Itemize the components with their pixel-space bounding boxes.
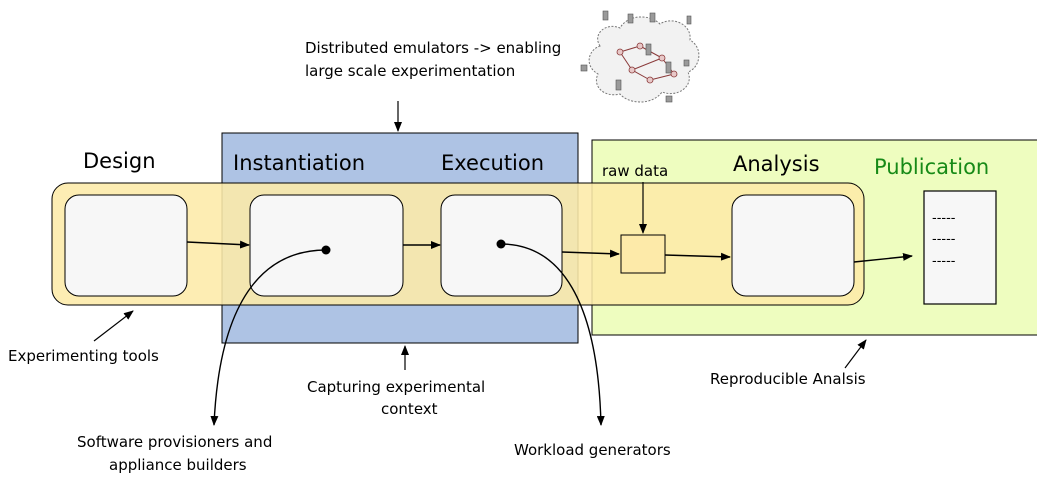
phase-instantiation: Instantiation xyxy=(233,151,365,175)
arrow-execution-to-raw-data xyxy=(561,249,620,258)
arrow-reproducible xyxy=(844,339,867,369)
capturing-label-line2: context xyxy=(381,400,438,418)
phase-publication: Publication xyxy=(874,155,989,179)
arrow-raw-data-to-analysis xyxy=(664,252,731,261)
emulators-label-line2: large scale experimentation xyxy=(305,62,515,80)
reproducible-label: Reproducible Analsis xyxy=(710,370,866,388)
design-box xyxy=(64,194,188,297)
network-cloud-icon xyxy=(580,10,700,103)
arrow-experimenting-tools xyxy=(93,310,134,342)
provisioners-label-line1: Software provisioners and xyxy=(77,433,272,451)
capturing-label-line1: Capturing experimental xyxy=(307,378,485,396)
instantiation-box xyxy=(249,194,404,297)
arrow-design-to-instantiation xyxy=(186,240,250,249)
raw-data-box xyxy=(620,234,666,274)
document-line: ----- xyxy=(932,211,956,226)
phase-analysis: Analysis xyxy=(733,152,820,176)
provisioners-label-line2: appliance builders xyxy=(109,456,247,474)
document-line: ----- xyxy=(932,232,956,247)
phase-design: Design xyxy=(83,149,156,173)
workload-label: Workload generators xyxy=(514,441,671,459)
arrow-analysis-to-publication xyxy=(853,252,913,263)
experimenting-tools-label: Experimenting tools xyxy=(8,347,159,365)
emulators-label-line1: Distributed emulators -> enabling xyxy=(305,39,561,57)
arrow-to-provisioners xyxy=(210,249,327,426)
phase-execution: Execution xyxy=(441,151,544,175)
document-line: ----- xyxy=(932,254,956,269)
arrow-to-workload xyxy=(500,243,605,426)
raw-data-label: raw data xyxy=(602,162,668,180)
analysis-box xyxy=(731,194,855,297)
publication-document xyxy=(923,190,997,305)
